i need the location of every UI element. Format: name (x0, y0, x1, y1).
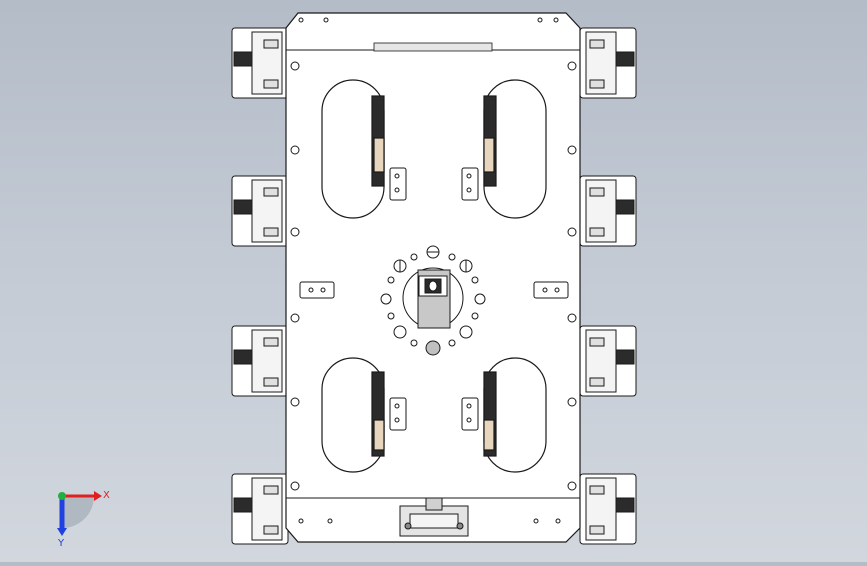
origin-point (58, 492, 66, 500)
left-bracket-2[interactable] (231, 175, 289, 247)
x-axis-label: X (103, 490, 110, 501)
y-axis-label: Y (57, 538, 65, 549)
tab-mid-left[interactable] (299, 281, 335, 299)
tab-mid-right[interactable] (533, 281, 569, 299)
cutout-bottom-right[interactable] (483, 357, 547, 473)
top-slot (373, 42, 493, 52)
tab-bottom-right[interactable] (461, 397, 479, 431)
cutout-top-right[interactable] (483, 79, 547, 219)
oblong-cutouts (321, 79, 547, 473)
right-bracket-3[interactable] (579, 325, 637, 397)
cutout-bottom-left[interactable] (321, 357, 385, 473)
edge-holes (290, 17, 577, 524)
cutout-top-left[interactable] (321, 79, 385, 219)
right-bracket-4[interactable] (579, 473, 637, 545)
tab-top-right[interactable] (461, 167, 479, 201)
right-bracket-1[interactable] (579, 27, 637, 99)
left-rail-brackets (231, 27, 289, 545)
left-bracket-1[interactable] (231, 27, 289, 99)
right-bracket-2[interactable] (579, 175, 637, 247)
right-rail-brackets (579, 27, 637, 545)
left-bracket-3[interactable] (231, 325, 289, 397)
tab-top-left[interactable] (389, 167, 407, 201)
tab-bottom-left[interactable] (389, 397, 407, 431)
left-bracket-4[interactable] (231, 473, 289, 545)
bottom-clamp[interactable] (399, 497, 469, 537)
central-hub[interactable] (380, 245, 486, 356)
slot-tabs (299, 167, 569, 431)
triad-shadow (62, 496, 94, 528)
orientation-triad: X Y (57, 490, 110, 549)
